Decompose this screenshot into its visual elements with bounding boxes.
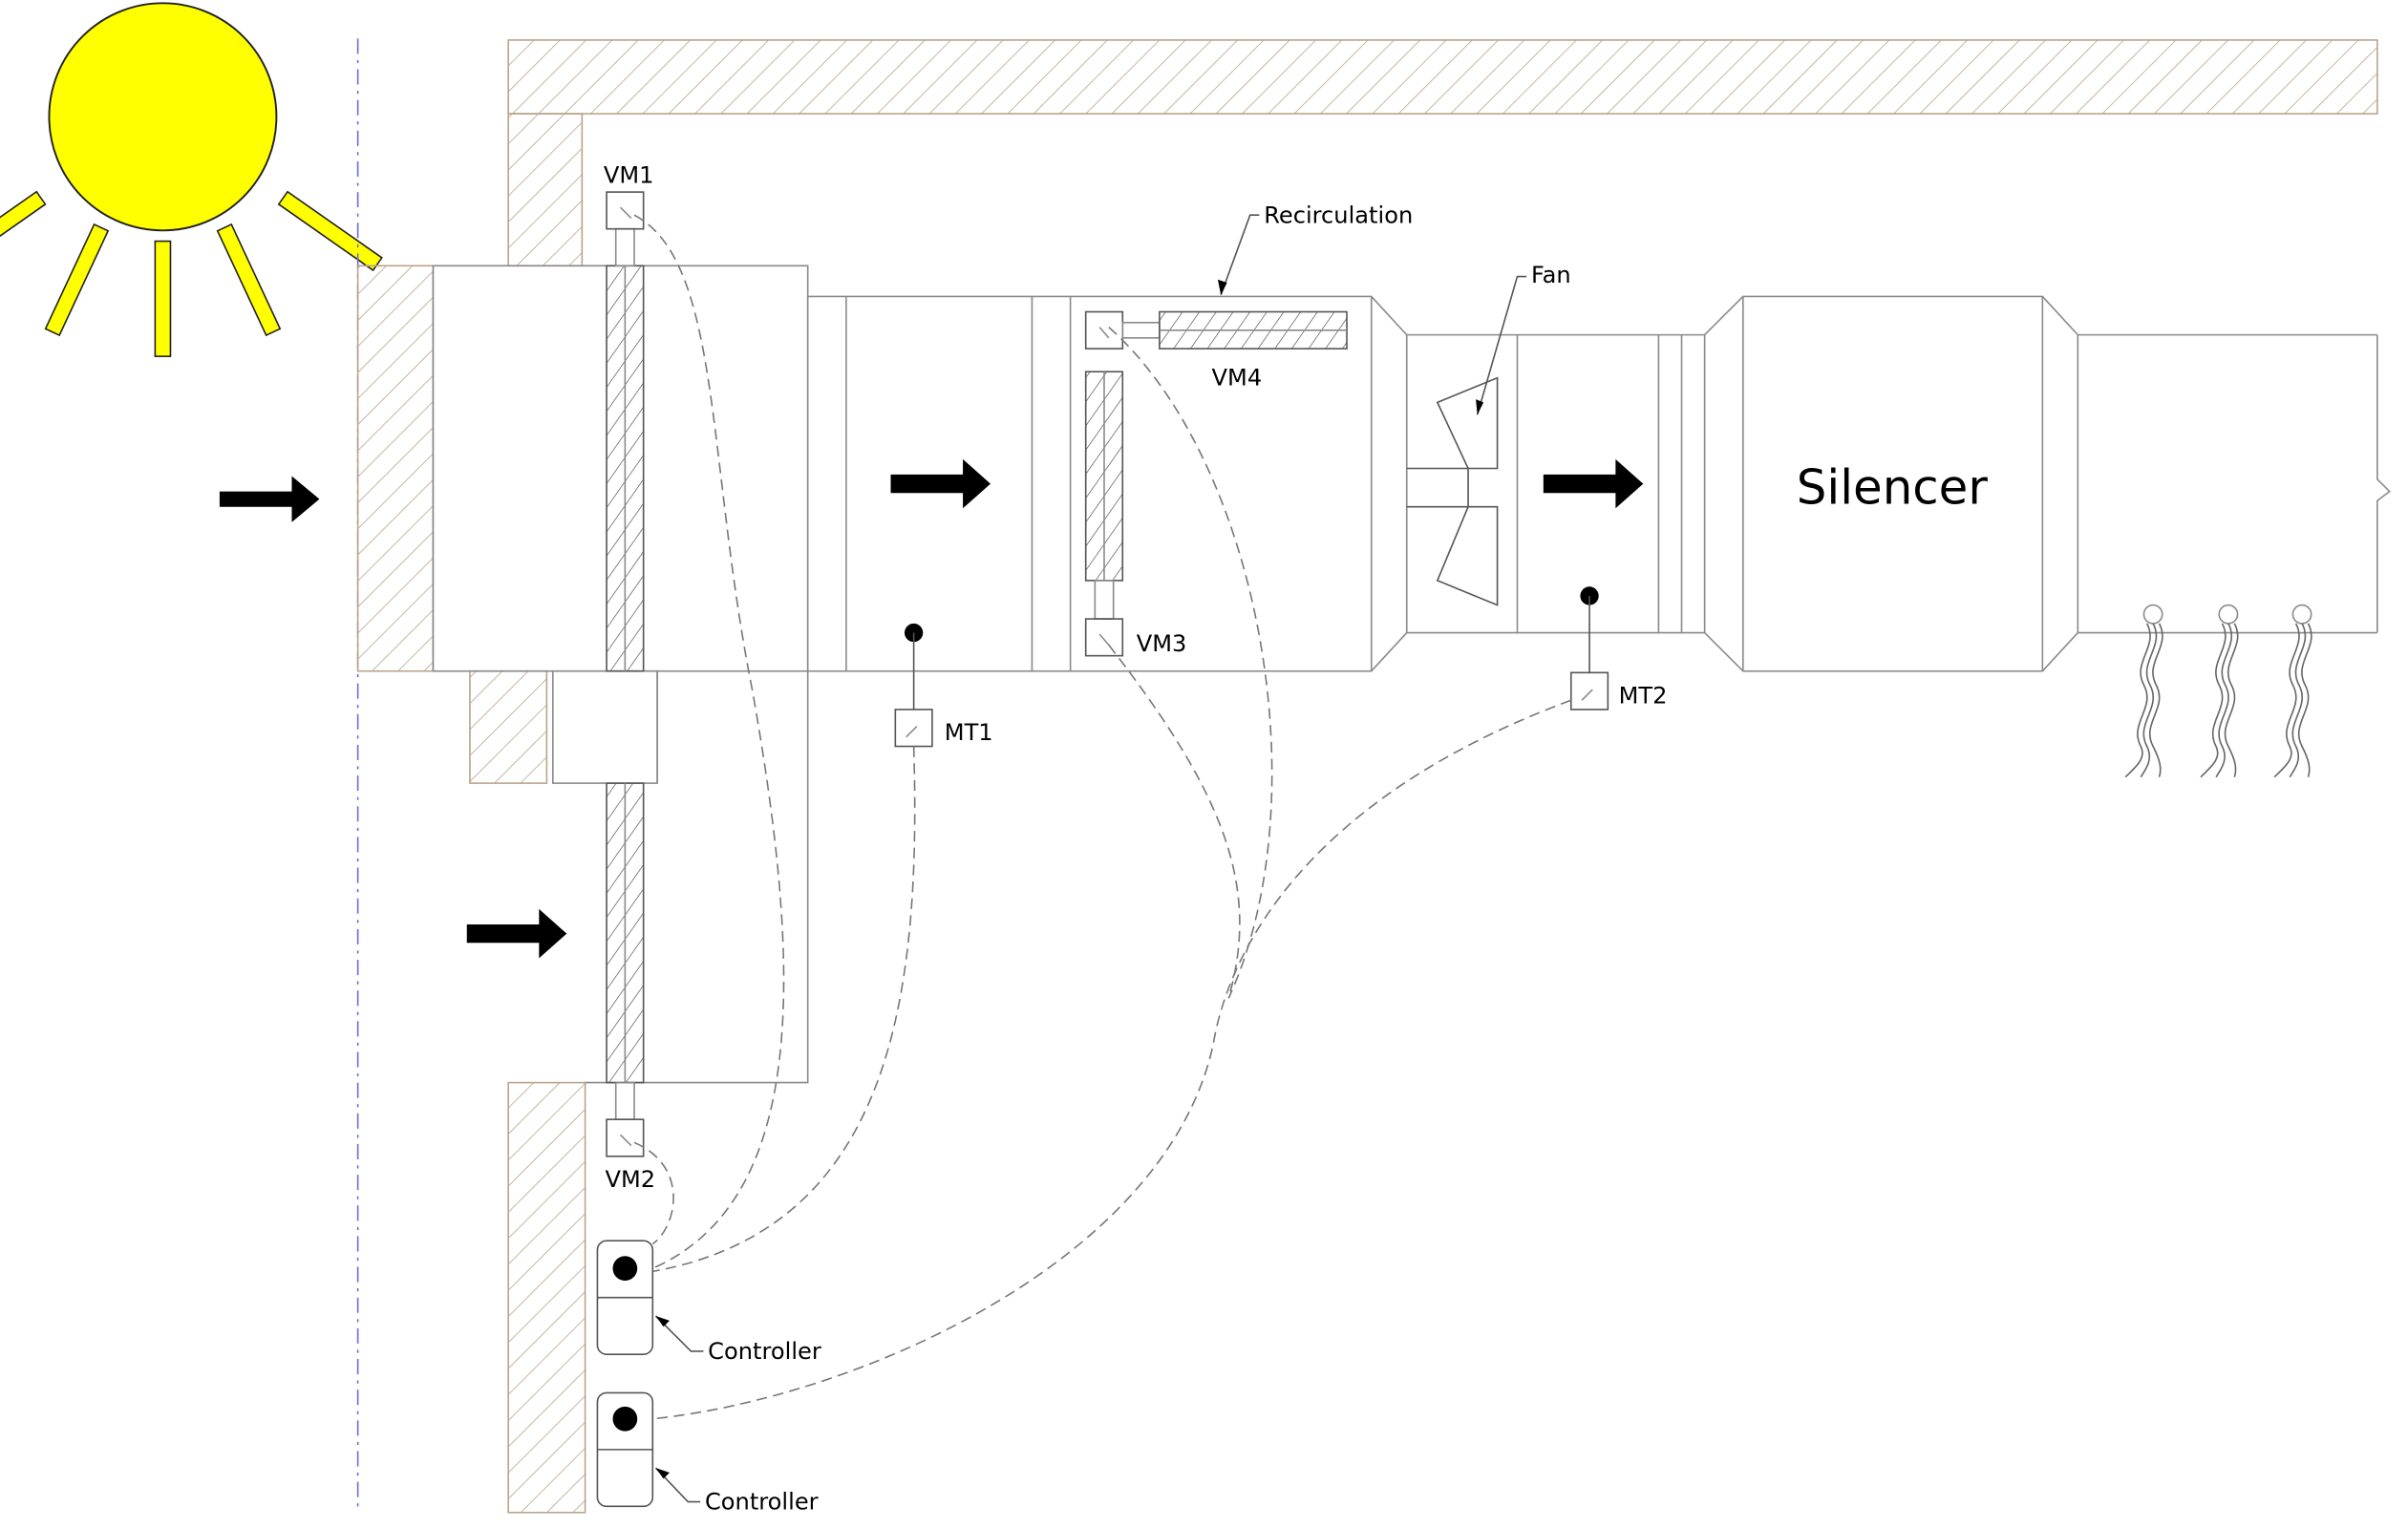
intake-chamber [432,227,809,1121]
vm4-label: VM4 [1212,365,1263,392]
controller-2-label: Controller [705,1489,819,1516]
sensor-mt2: MT2 [1569,586,1668,711]
actuator-vm1: VM1 [604,161,654,230]
controller-1: Controller [596,1240,821,1365]
fan-icon: Fan [1406,262,1571,606]
mt2-label: MT2 [1619,682,1668,709]
vm1-label: VM1 [604,161,654,188]
heat-wave-icon [2124,604,2312,778]
recirculation-damper: VM4 [1084,310,1348,392]
controller-1-label: Controller [708,1338,821,1365]
silencer-label: Silencer [1797,459,1989,515]
airflow-arrow-icon [219,458,1644,959]
control-wiring [633,214,1572,1420]
actuator-vm2: VM2 [605,1118,655,1193]
walls [356,39,2378,1514]
vm3-label: VM3 [1137,630,1187,657]
actuator-vm3: VM3 [1084,371,1187,657]
vm2-label: VM2 [605,1166,655,1193]
sensor-mt1: MT1 [894,623,993,748]
recirculation-callout: Recirculation [1217,202,1413,296]
fan-label: Fan [1531,262,1571,288]
air-handling-duct [806,295,2391,672]
mt1-label: MT1 [945,719,993,746]
recirculation-label: Recirculation [1264,202,1413,228]
sun-icon [0,2,383,357]
